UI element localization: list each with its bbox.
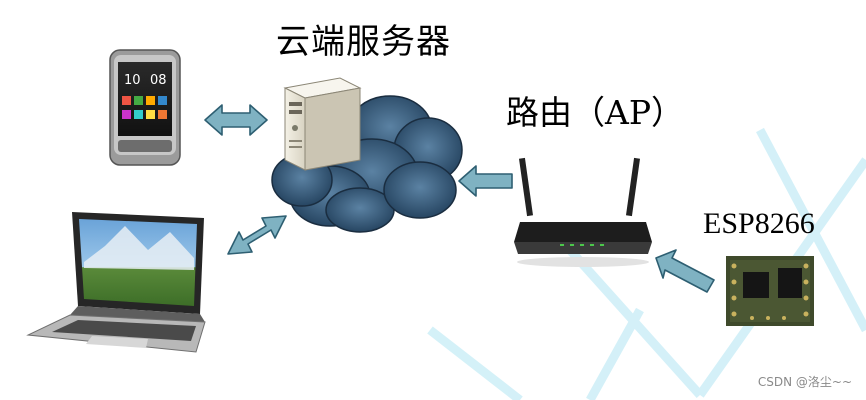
esp8266-module-icon: [726, 256, 814, 326]
arrow-icon-esp-router: [656, 250, 714, 292]
laptop-icon: [28, 212, 205, 352]
esp8266-label: ESP8266: [703, 207, 815, 241]
phone-icon: 10 08: [110, 50, 180, 165]
svg-text:08: 08: [150, 73, 167, 88]
arrow-icon-router-cloud: [459, 166, 512, 196]
router-label: 路由（AP）: [506, 86, 684, 134]
watermark-credit: CSDN @洛尘~~: [758, 373, 852, 390]
arrow-icon-phone-server: [205, 105, 267, 135]
router-icon: [514, 158, 652, 267]
server-icon: [285, 78, 360, 170]
cloud-server-label: 云端服务器: [276, 14, 451, 63]
svg-text:10: 10: [124, 73, 141, 88]
arrow-icon-laptop-cloud: [228, 216, 286, 254]
